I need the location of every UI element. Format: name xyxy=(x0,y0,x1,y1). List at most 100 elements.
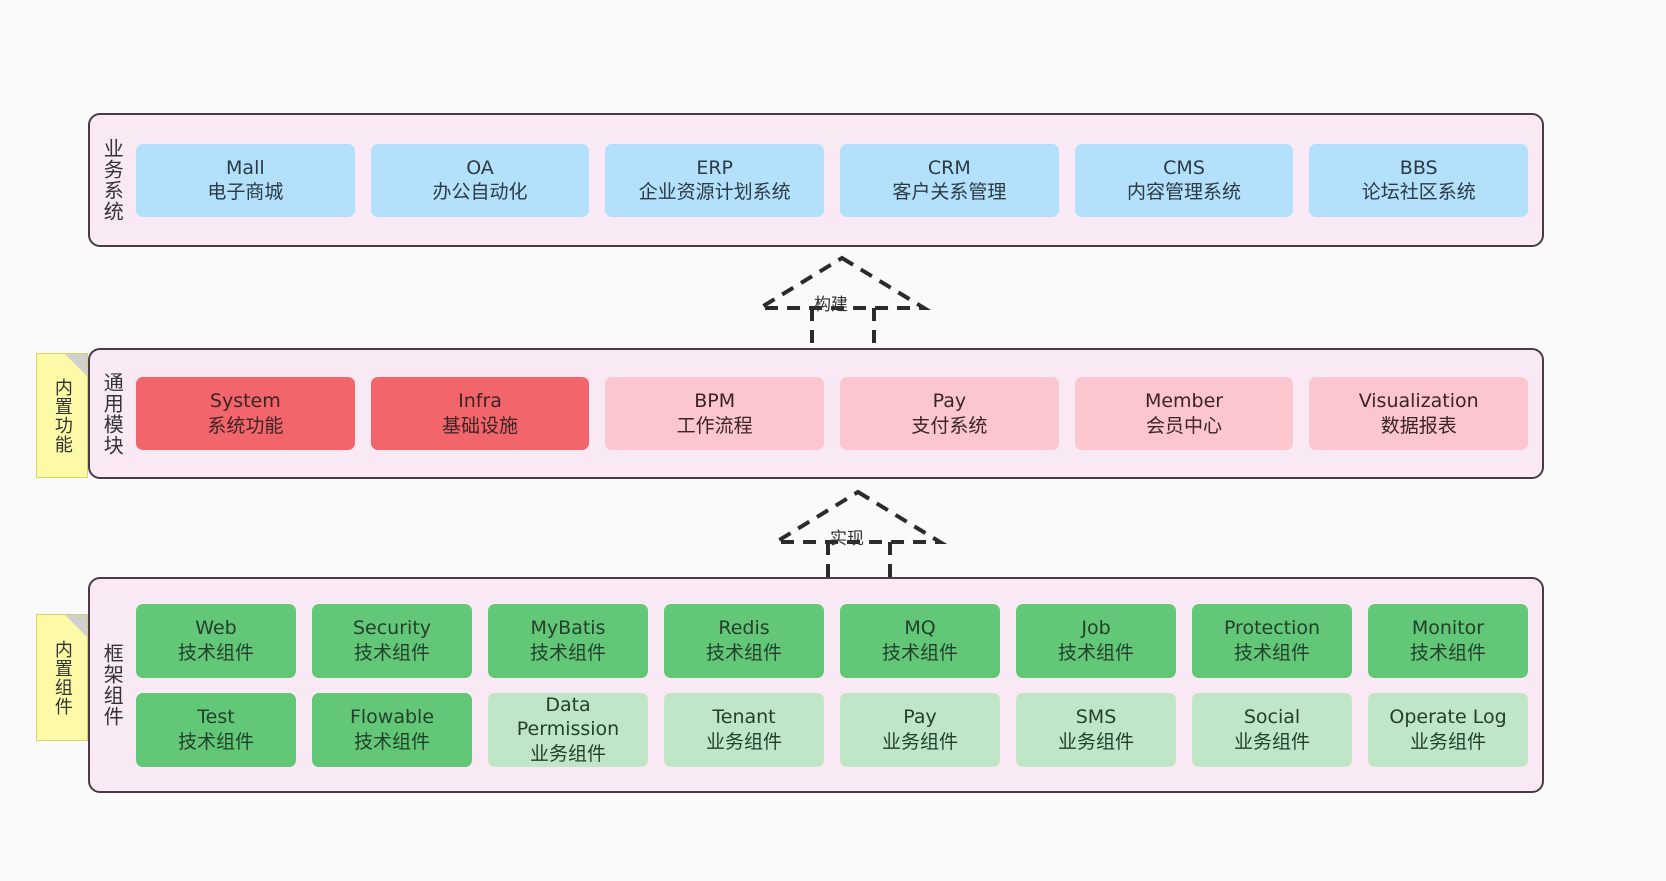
card-subtitle: 内容管理系统 xyxy=(1127,181,1242,203)
card-title: Visualization xyxy=(1358,390,1479,413)
note-fold-icon xyxy=(65,615,87,637)
card-subtitle: 业务组件 xyxy=(1233,730,1310,753)
card-subtitle: 技术组件 xyxy=(705,641,782,664)
card-title: Pay xyxy=(932,390,967,413)
card-subtitle: 业务组件 xyxy=(529,742,606,765)
note-builtin-features: 内置功能 xyxy=(36,353,88,478)
card-subtitle: 业务组件 xyxy=(1057,730,1134,753)
card-title: Tenant xyxy=(712,706,776,729)
card-title: ERP xyxy=(696,156,734,179)
connector-build-label: 构建 xyxy=(814,295,848,315)
card-subtitle: 会员中心 xyxy=(1146,414,1223,437)
card-subtitle: 业务组件 xyxy=(881,730,958,753)
card-subtitle: 工作流程 xyxy=(676,414,753,437)
card-subtitle: 基础设施 xyxy=(442,414,519,437)
card-title: BPM xyxy=(694,390,736,413)
card-title: Protection xyxy=(1223,617,1321,640)
card-subtitle: 数据报表 xyxy=(1380,414,1457,437)
card-title: OA xyxy=(466,156,494,179)
card-title: Data Permission xyxy=(516,694,620,741)
layer-title-framework: 框架组件 xyxy=(100,643,125,727)
card-title: Monitor xyxy=(1411,617,1485,640)
card-title: Member xyxy=(1144,390,1224,413)
note-builtin-components-label: 内置组件 xyxy=(51,639,73,716)
generalization-arrow-icon xyxy=(752,255,932,344)
card-title: Flowable xyxy=(349,706,435,729)
card-title: BBS xyxy=(1399,156,1438,179)
layer-title-common: 通用模块 xyxy=(100,371,125,456)
card-subtitle: 技术组件 xyxy=(353,730,430,753)
card-subtitle: 客户关系管理 xyxy=(892,181,1007,203)
card-subtitle: 技术组件 xyxy=(177,730,254,753)
card-title: Test xyxy=(197,706,235,729)
card-subtitle: 技术组件 xyxy=(177,641,254,664)
card-subtitle: 技术组件 xyxy=(1409,641,1486,664)
card-subtitle: 支付系统 xyxy=(911,414,988,437)
card-title: Web xyxy=(195,617,237,640)
note-builtin-components: 内置组件 xyxy=(36,614,88,741)
connector-implement-label: 实现 xyxy=(830,529,864,549)
card-subtitle: 业务组件 xyxy=(705,730,782,753)
card-title: Job xyxy=(1081,617,1111,640)
card-title: CMS xyxy=(1163,156,1205,179)
card-subtitle: 技术组件 xyxy=(881,641,958,664)
layer-title-business: 业务系统 xyxy=(100,138,125,222)
note-builtin-features-label: 内置功能 xyxy=(51,377,73,454)
card-title: SMS xyxy=(1075,706,1117,729)
card-subtitle: 企业资源计划系统 xyxy=(638,181,791,203)
card-subtitle: 技术组件 xyxy=(353,641,430,664)
note-fold-icon xyxy=(65,354,87,376)
card-subtitle: 技术组件 xyxy=(1057,641,1134,664)
card-title: Social xyxy=(1243,706,1301,729)
card-subtitle: 电子商城 xyxy=(207,181,284,203)
card-title: MQ xyxy=(904,617,936,640)
card-subtitle: 业务组件 xyxy=(1409,730,1486,753)
card-title: Redis xyxy=(718,617,770,640)
card-title: MyBatis xyxy=(530,617,606,640)
card-title: Operate Log xyxy=(1389,706,1507,729)
card-subtitle: 系统功能 xyxy=(207,414,284,437)
card-subtitle: 论坛社区系统 xyxy=(1361,181,1476,203)
card-subtitle: 技术组件 xyxy=(529,641,606,664)
card-subtitle: 技术组件 xyxy=(1233,641,1310,664)
card-title: Mall xyxy=(226,156,265,179)
card-title: Infra xyxy=(458,390,502,413)
